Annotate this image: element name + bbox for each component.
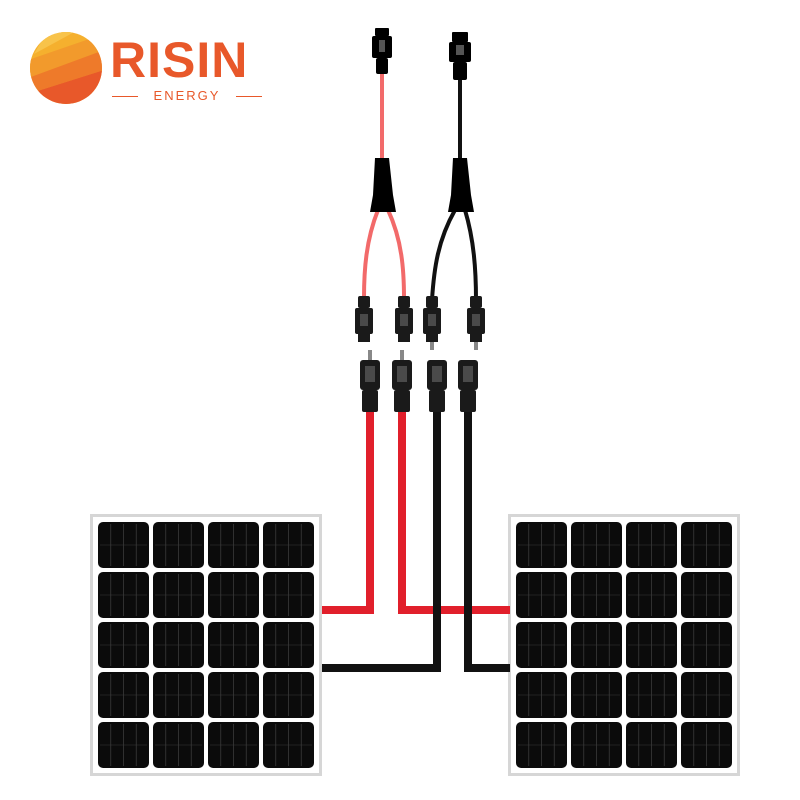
top-connectors <box>372 28 471 80</box>
left-positive-cable <box>322 412 374 614</box>
solar-panel-right <box>508 514 740 776</box>
right-positive-cable <box>398 412 510 614</box>
tagline-rule-left <box>112 96 138 97</box>
mc4-female-connector-icon <box>427 360 447 412</box>
y-branch-connector-icon <box>370 158 474 212</box>
mc4-female-connector-icon <box>449 32 471 80</box>
left-negative-cable <box>322 412 441 672</box>
mc4-female-connector-icon <box>395 296 413 342</box>
brand-tagline-wrap: ENERGY <box>112 88 262 104</box>
mc4-female-connector-icon <box>355 296 373 342</box>
tagline-rule-right <box>236 96 262 97</box>
sun-logo-icon <box>30 32 102 104</box>
mc4-male-connector-icon <box>467 296 485 350</box>
mc4-male-connector-icon <box>360 350 380 412</box>
panel-cables <box>322 412 510 672</box>
positive-y-branch-right <box>386 209 406 299</box>
y-branch-cables <box>362 72 478 301</box>
mc4-male-connector-icon <box>372 28 392 74</box>
negative-y-branch-left <box>430 209 457 301</box>
solar-panel-left <box>90 514 322 776</box>
mc4-female-connector-icon <box>458 360 478 412</box>
negative-y-branch-right <box>463 209 478 301</box>
branch-connectors <box>355 296 485 350</box>
right-negative-cable <box>464 412 510 672</box>
mc4-male-connector-icon <box>423 296 441 350</box>
brand-logo: RISIN ENERGY <box>28 30 268 110</box>
mc4-male-connector-icon <box>392 350 412 412</box>
positive-y-branch-left <box>362 209 380 299</box>
panel-connectors <box>360 350 478 412</box>
brand-name: RISIN <box>110 32 249 88</box>
brand-tagline: ENERGY <box>153 88 221 103</box>
